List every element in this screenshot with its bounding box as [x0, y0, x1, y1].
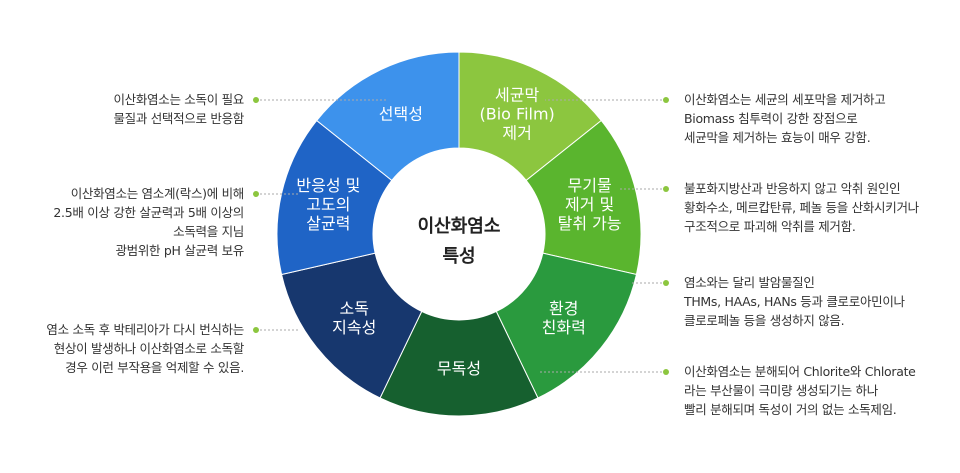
connector-dot-right-deodor [663, 186, 669, 192]
segment-label-biofilm: 세균막(Bio Film)제거 [479, 85, 554, 142]
segment-label-line: 탈취 가능 [558, 214, 622, 233]
description-line: 물질과 선택적으로 반응함 [113, 111, 244, 126]
segment-label-line: 친화력 [542, 318, 586, 337]
description-line: 황화수소, 메르캅탄류, 페놀 등을 산화시키거나 [684, 200, 919, 215]
segment-label-line: 선택성 [379, 104, 423, 123]
description-line: 2.5배 이상 강한 살균력과 5배 이상의 [53, 205, 244, 220]
connector-dot-left-duration [253, 327, 259, 333]
description-line: 소독력을 지님 [173, 224, 244, 239]
segment-label-line: 소독 [340, 299, 369, 318]
description-line: 이산화염소는 세균의 세포막을 제거하고 [684, 92, 886, 107]
description-eco: 염소와는 달리 발암물질인 THMs, HAAs, HANs 등과 클로로아민이나… [684, 273, 905, 330]
segment-label-nontoxic: 무독성 [437, 359, 481, 378]
description-line: 현상이 발생하나 이산화염소로 소독할 [53, 341, 245, 356]
connector-dot-right-eco [663, 280, 669, 286]
segment-label-line: 반응성 및 [296, 176, 360, 195]
center-title-line1: 이산화염소 [418, 216, 501, 237]
connector-dot-left-selective [253, 97, 259, 103]
description-line: 염소와는 달리 발암물질인 [684, 275, 815, 290]
segment-label-selective: 선택성 [379, 104, 423, 123]
description-line: 염소 소독 후 박테리아가 다시 번식하는 [46, 322, 244, 337]
segment-label-line: 무기물 [568, 176, 612, 195]
description-line: 라는 부산물이 극미량 생성되기는 하나 [684, 383, 878, 398]
segment-label-line: 무독성 [437, 359, 481, 378]
center-circle [373, 148, 545, 320]
segment-label-line: 환경 [549, 299, 578, 318]
connector-lines [253, 97, 669, 375]
description-line: 광범위한 pH 살균력 보유 [115, 243, 244, 258]
description-line: 클로로페놀 등을 생성하지 않음. [684, 313, 845, 328]
connector-dot-right-nontoxic [663, 369, 669, 375]
segment-label-line: 제거 [502, 123, 531, 142]
segment-label-line: 살균력 [306, 214, 350, 233]
description-line: THMs, HAAs, HANs 등과 클로로아민이나 [684, 294, 905, 309]
description-line: 불포화지방산과 반응하지 않고 악취 원인인 [684, 181, 901, 196]
description-line: Biomass 침투력이 강한 장점으로 [684, 111, 858, 126]
description-line: 이산화염소는 염소계(락스)에 비해 [70, 186, 245, 201]
description-biofilm: 이산화염소는 세균의 세포막을 제거하고 Biomass 침투력이 강한 장점으로… [684, 90, 886, 147]
description-line: 이산화염소는 소독이 필요 [113, 92, 244, 107]
description-line: 구조적으로 파괴해 악취를 제거함. [684, 219, 856, 234]
connector-dot-right-biofilm [663, 97, 669, 103]
segment-label-line: 제거 및 [565, 195, 614, 214]
description-line: 이산화염소는 분해되어 Chlorite와 Chlorate [684, 364, 916, 379]
segment-label-line: (Bio Film) [479, 104, 554, 123]
segment-label-line: 고도의 [306, 195, 350, 214]
description-line: 빨리 분해되며 독성이 거의 없는 소독제임. [684, 402, 897, 417]
description-power: 이산화염소는 염소계(락스)에 비해 2.5배 이상 강한 살균력과 5배 이상의… [53, 184, 244, 260]
center-title-line2: 특성 [442, 246, 475, 267]
donut-ring [276, 51, 642, 417]
description-line: 세균막을 제거하는 효능이 매우 강함. [684, 130, 871, 145]
description-nontoxic: 이산화염소는 분해되어 Chlorite와 Chlorate 라는 부산물이 극미… [684, 362, 916, 419]
connector-dot-left-power [253, 191, 259, 197]
segment-label-line: 지속성 [332, 318, 376, 337]
description-line: 경우 이런 부작용을 억제할 수 있음. [65, 360, 244, 375]
segment-label-line: 세균막 [495, 85, 539, 104]
